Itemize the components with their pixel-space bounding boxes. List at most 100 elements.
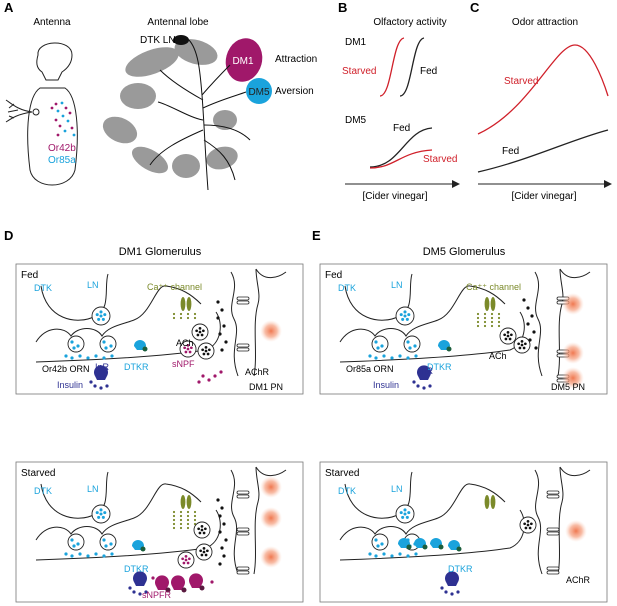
ach-molecule xyxy=(534,346,538,350)
dm1-glomerulus-label: DM1 xyxy=(232,56,254,67)
ach-molecule xyxy=(220,506,224,510)
snpf-vesicle-dot xyxy=(183,346,186,350)
dtk-vesicle-dot xyxy=(103,313,107,317)
insulin-molecule xyxy=(422,386,426,390)
d-fed-insulin: Insulin xyxy=(57,380,83,390)
dtk-vesicle-dot xyxy=(405,317,409,321)
pn-dendrite-outline-2 xyxy=(253,466,260,575)
panel-a-letter: A xyxy=(4,0,14,15)
ca-ion xyxy=(172,316,176,320)
insulin-molecule xyxy=(440,586,444,590)
ach-vesicle-dot xyxy=(503,333,507,337)
ca-ion xyxy=(490,316,494,320)
insulin-molecule xyxy=(450,592,454,596)
dtk-vesicle-dot xyxy=(401,515,405,519)
snpf-vesicle-dot xyxy=(182,561,186,565)
ca-ion xyxy=(193,312,197,316)
d-fed-snpf: sNPF xyxy=(172,359,195,369)
dtk-peptide xyxy=(368,552,372,556)
b-dm1-fed-curve xyxy=(399,37,425,97)
dtk-vesicle-dot xyxy=(399,511,403,515)
ca-ion xyxy=(193,510,197,514)
d-starved-dtk: DTK xyxy=(34,486,52,496)
dtk-vesicle-dot xyxy=(97,515,101,519)
insulin-molecule xyxy=(456,590,460,594)
ach-vesicle-dot xyxy=(520,343,524,347)
achr-receptor xyxy=(236,347,250,352)
snpfr-g-protein xyxy=(181,587,187,593)
antenna-receptor-dots xyxy=(50,101,76,137)
dtk-peptide xyxy=(86,356,90,360)
panel-c-title: Odor attraction xyxy=(512,17,578,28)
ln-knob xyxy=(99,533,117,551)
pn-branch-outline xyxy=(255,466,287,477)
ca-ion xyxy=(497,320,501,324)
insulin-molecule xyxy=(132,590,136,594)
ln-process-outline xyxy=(35,285,202,343)
d-fed-inr: InR xyxy=(95,362,110,372)
ca-ion xyxy=(172,510,176,514)
e-fed-insulin: Insulin xyxy=(373,380,399,390)
b-dm1-starved-curve xyxy=(379,37,405,97)
pn-dendrite-outline-2 xyxy=(253,268,260,377)
panel-b-dm5: DM5 xyxy=(345,115,367,126)
ach-vesicle-dot xyxy=(530,522,533,526)
ach-molecule xyxy=(222,324,226,328)
dtk-vesicle-dot xyxy=(101,317,105,321)
achr-receptor xyxy=(546,566,560,571)
ach-vesicle-dot xyxy=(206,549,209,553)
ca-ion xyxy=(476,316,480,320)
d-starved-box xyxy=(15,461,304,603)
ca-ion xyxy=(179,514,183,518)
e-starved-ln: LN xyxy=(391,484,403,494)
ach-molecule xyxy=(218,514,222,518)
ca-channel-right xyxy=(186,297,192,311)
pn-branch-outline xyxy=(255,268,287,279)
snpfr-receptor xyxy=(155,575,169,590)
d-fed-box xyxy=(15,263,304,395)
insulin-molecule xyxy=(412,380,416,384)
achr-receptor xyxy=(236,527,250,532)
ach-molecule xyxy=(526,306,530,310)
ca-channel-right xyxy=(186,495,192,509)
ca-ion xyxy=(172,514,176,518)
dtk-peptide xyxy=(78,552,82,556)
e-fed-pn: DM5 PN xyxy=(551,382,585,392)
ach-vesicle-dot xyxy=(526,520,530,523)
dtk-peptide xyxy=(374,356,378,360)
achr-receptor xyxy=(236,300,250,305)
orn-axon-outline xyxy=(339,311,525,363)
ca-ion xyxy=(172,312,176,316)
d-fed-pn: DM1 PN xyxy=(249,382,283,392)
ach-vesicle-dot xyxy=(199,549,202,553)
antenna-title: Antenna xyxy=(33,17,71,28)
ca-ion xyxy=(193,518,197,522)
ln-knob xyxy=(371,335,389,353)
ln-process-outline xyxy=(35,483,202,541)
ach-molecule xyxy=(522,298,526,302)
dtk-vesicle-dot xyxy=(99,508,103,512)
ach-molecule xyxy=(218,530,222,534)
dtk-ln-soma xyxy=(173,35,189,45)
snpf-vesicle-dot xyxy=(188,557,191,561)
ca-ion xyxy=(483,316,487,320)
synapse-diagrams xyxy=(35,268,591,596)
dtk-peptide xyxy=(86,554,90,558)
inr-receptor xyxy=(133,571,147,586)
pn-activity-glow xyxy=(562,367,584,389)
ca-ion xyxy=(186,312,190,316)
b-dm5-starved-curve xyxy=(369,149,433,169)
insulin-molecule xyxy=(99,386,103,390)
achr-receptor xyxy=(236,296,250,301)
panel-b-starved-top: Starved xyxy=(342,66,376,77)
dtk-vesicle-dot xyxy=(401,317,405,321)
d-fed-dtkr: DTKR xyxy=(124,362,149,372)
pn-activity-glow xyxy=(562,342,584,364)
ca-channel-left xyxy=(180,297,186,311)
dtk-peptide xyxy=(76,344,80,348)
snpf-vesicle-dot xyxy=(190,346,193,350)
e-fed-state: Fed xyxy=(325,270,342,281)
ach-vesicle-dot xyxy=(508,337,512,341)
dtk-vesicle-dot xyxy=(99,310,103,314)
